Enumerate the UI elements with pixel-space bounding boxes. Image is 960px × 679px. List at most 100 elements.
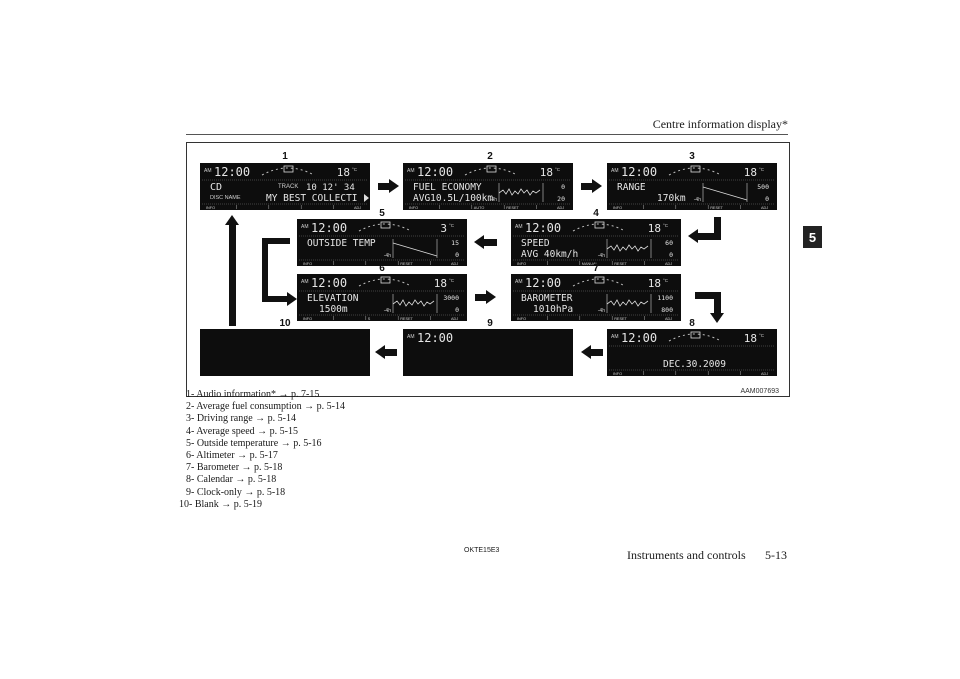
temp-unit-3: °C (759, 167, 765, 172)
legend-item-4: 4- Average speed → p. 5-15 (186, 425, 299, 437)
next-arrow-icon-1 (364, 194, 369, 202)
clock-readout-6: 12:00 (311, 276, 347, 290)
outside-temp-8: 18 (744, 332, 757, 345)
softkey-label-1-4: ADJ (354, 206, 361, 210)
arrow-10-to-1-shaft (229, 225, 236, 326)
main-line2-2: AVG10.5L/100km (413, 193, 493, 204)
chapter-tab: 5 (803, 226, 822, 248)
arrow-9-to-10-head (375, 345, 385, 359)
graph-trace-3 (702, 186, 748, 201)
gauge-mode-icon-4 (594, 221, 605, 229)
graph-min-3: 0 (765, 195, 769, 203)
lcd-panel-4 (511, 219, 681, 266)
softkey-label-5-3: RESET (400, 262, 413, 266)
gauge-mode-icon-1 (283, 165, 294, 173)
lcd-panel-6 (297, 274, 467, 321)
graph-time-axis-7: -4h (598, 308, 605, 314)
document-code: OKTE15E3 (464, 547, 500, 554)
graph-time-axis-3: -4h (694, 197, 701, 203)
arrow-5-to-6-head (287, 292, 297, 306)
main-line2-3: 170km (657, 193, 686, 204)
softkey-label-6-2: S (368, 317, 371, 321)
clock-readout-1: 12:00 (214, 165, 250, 179)
graph-min-6: 0 (455, 306, 459, 314)
softkey-label-5-0: INFO (303, 262, 312, 266)
softkey-label-8-4: ADJ (761, 372, 768, 376)
gauge-mode-icon-6 (380, 276, 391, 284)
legend-item-1: 1- Audio information* → p. 7-15 (186, 389, 320, 400)
graph-trace-6 (392, 299, 435, 307)
graph-trace-2 (498, 188, 541, 196)
temp-unit-1: °C (352, 167, 358, 172)
graph-max-6: 3000 (443, 294, 459, 302)
clock-readout-2: 12:00 (417, 165, 453, 179)
callout-number-6: 6 (379, 263, 385, 274)
arrow-5-to-6-side (262, 238, 268, 302)
lcd-panel-3 (607, 163, 777, 210)
outside-temp-4: 18 (648, 222, 661, 235)
main-line1-3: RANGE (617, 182, 646, 193)
softkey-label-3-4: ADJ (761, 206, 768, 210)
callout-number-8: 8 (689, 318, 695, 329)
softkey-label-6-4: ADJ (451, 317, 458, 321)
footer-section-title: Instruments and controls (627, 548, 746, 562)
clock-readout-8: 12:00 (621, 331, 657, 345)
graph-trace-7 (606, 299, 649, 307)
am-indicator-6: AM (301, 279, 309, 285)
graph-max-2: 0 (561, 183, 565, 191)
figure-code: AAM007693 (740, 388, 779, 395)
am-indicator-2: AM (407, 168, 415, 174)
softkey-label-4-2: MANUAL (582, 262, 598, 266)
softkey-label-2-2: AUTO (474, 206, 485, 210)
softkey-label-3-3: RESET (710, 206, 723, 210)
legend-item-9: 9- Clock-only → p. 5-18 (186, 486, 286, 498)
gauge-mode-icon-2 (486, 165, 497, 173)
arrow-6-to-7-shaft (475, 294, 487, 301)
clock-readout-7: 12:00 (525, 276, 561, 290)
am-indicator-5: AM (301, 224, 309, 230)
softkey-label-7-0: INFO (517, 317, 526, 321)
arrow-9-to-10-shaft (385, 349, 397, 356)
main-line2-1: MY BEST COLLECTI (266, 193, 358, 204)
lcd-panel-5 (297, 219, 467, 266)
legend-item-5: 5- Outside temperature → p. 5-16 (186, 437, 322, 449)
outside-temp-5: 3 (440, 222, 447, 235)
clock-readout-5: 12:00 (311, 221, 347, 235)
am-indicator-9: AM (407, 334, 415, 340)
arrow-7-to-8-head (710, 313, 724, 323)
main-line1-1: CD (210, 182, 222, 193)
track-label-1: TRACK (278, 184, 298, 190)
legend-item-6: 6- Altimeter → p. 5-17 (186, 450, 278, 462)
lcd-panel-2 (403, 163, 573, 210)
track-time-1: 10 12' 34 (306, 183, 355, 193)
temp-unit-6: °C (449, 278, 455, 283)
arrow-6-to-7-head (486, 290, 496, 304)
legend-item-10: 10- Blank → p. 5-19 (179, 498, 263, 510)
arrow-7-to-8-down (714, 292, 721, 314)
graph-trace-5 (392, 242, 438, 257)
arrow-4-to-5-shaft (483, 239, 497, 246)
softkey-label-5-4: ADJ (451, 262, 458, 266)
am-indicator-1: AM (204, 168, 212, 174)
arrow-5-to-6-top (262, 238, 290, 244)
legend-item-3: 3- Driving range → p. 5-14 (186, 413, 296, 425)
graph-time-axis-6: -4h (384, 308, 391, 314)
temp-unit-2: °C (555, 167, 561, 172)
arrow-4-to-5-head (474, 235, 484, 249)
graph-max-4: 60 (665, 239, 673, 247)
clock-readout-4: 12:00 (525, 221, 561, 235)
graph-min-4: 0 (669, 251, 673, 259)
graph-time-axis-2: -4h (490, 197, 497, 203)
softkey-label-8-0: INFO (613, 372, 622, 376)
lcd-panel-9 (403, 329, 573, 376)
softkey-label-1-0: INFO (206, 206, 215, 210)
graph-min-7: 800 (661, 306, 673, 314)
main-line1-2: FUEL ECONOMY (413, 182, 482, 193)
gauge-mode-icon-3 (690, 165, 701, 173)
softkey-label-2-3: RESET (506, 206, 519, 210)
graph-min-2: 20 (557, 195, 565, 203)
softkey-label-4-3: RESET (614, 262, 627, 266)
legend-list: 1- Audio information* → p. 7-15 2- Avera… (179, 389, 345, 511)
